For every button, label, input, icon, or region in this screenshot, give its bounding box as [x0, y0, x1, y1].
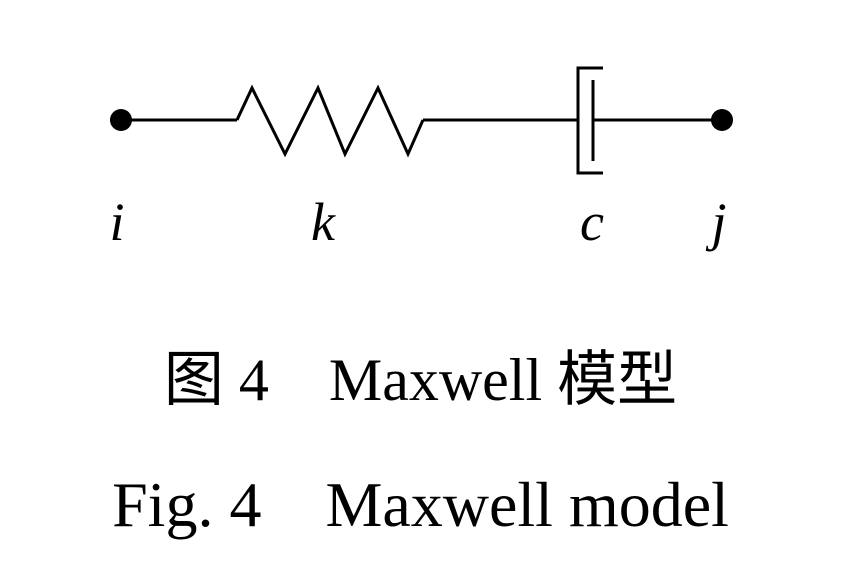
label-c: c — [580, 192, 604, 252]
caption-chinese: 图 4 Maxwell 模型 — [163, 347, 678, 413]
maxwell-model-diagram: i k c j — [109, 66, 733, 252]
dashpot-cylinder — [576, 66, 603, 175]
label-i: i — [109, 192, 124, 252]
label-k: k — [311, 192, 336, 252]
label-j: j — [705, 192, 726, 252]
caption-english: Fig. 4 Maxwell model — [112, 469, 729, 540]
node-j-dot — [711, 109, 733, 131]
spring-k — [235, 84, 425, 158]
